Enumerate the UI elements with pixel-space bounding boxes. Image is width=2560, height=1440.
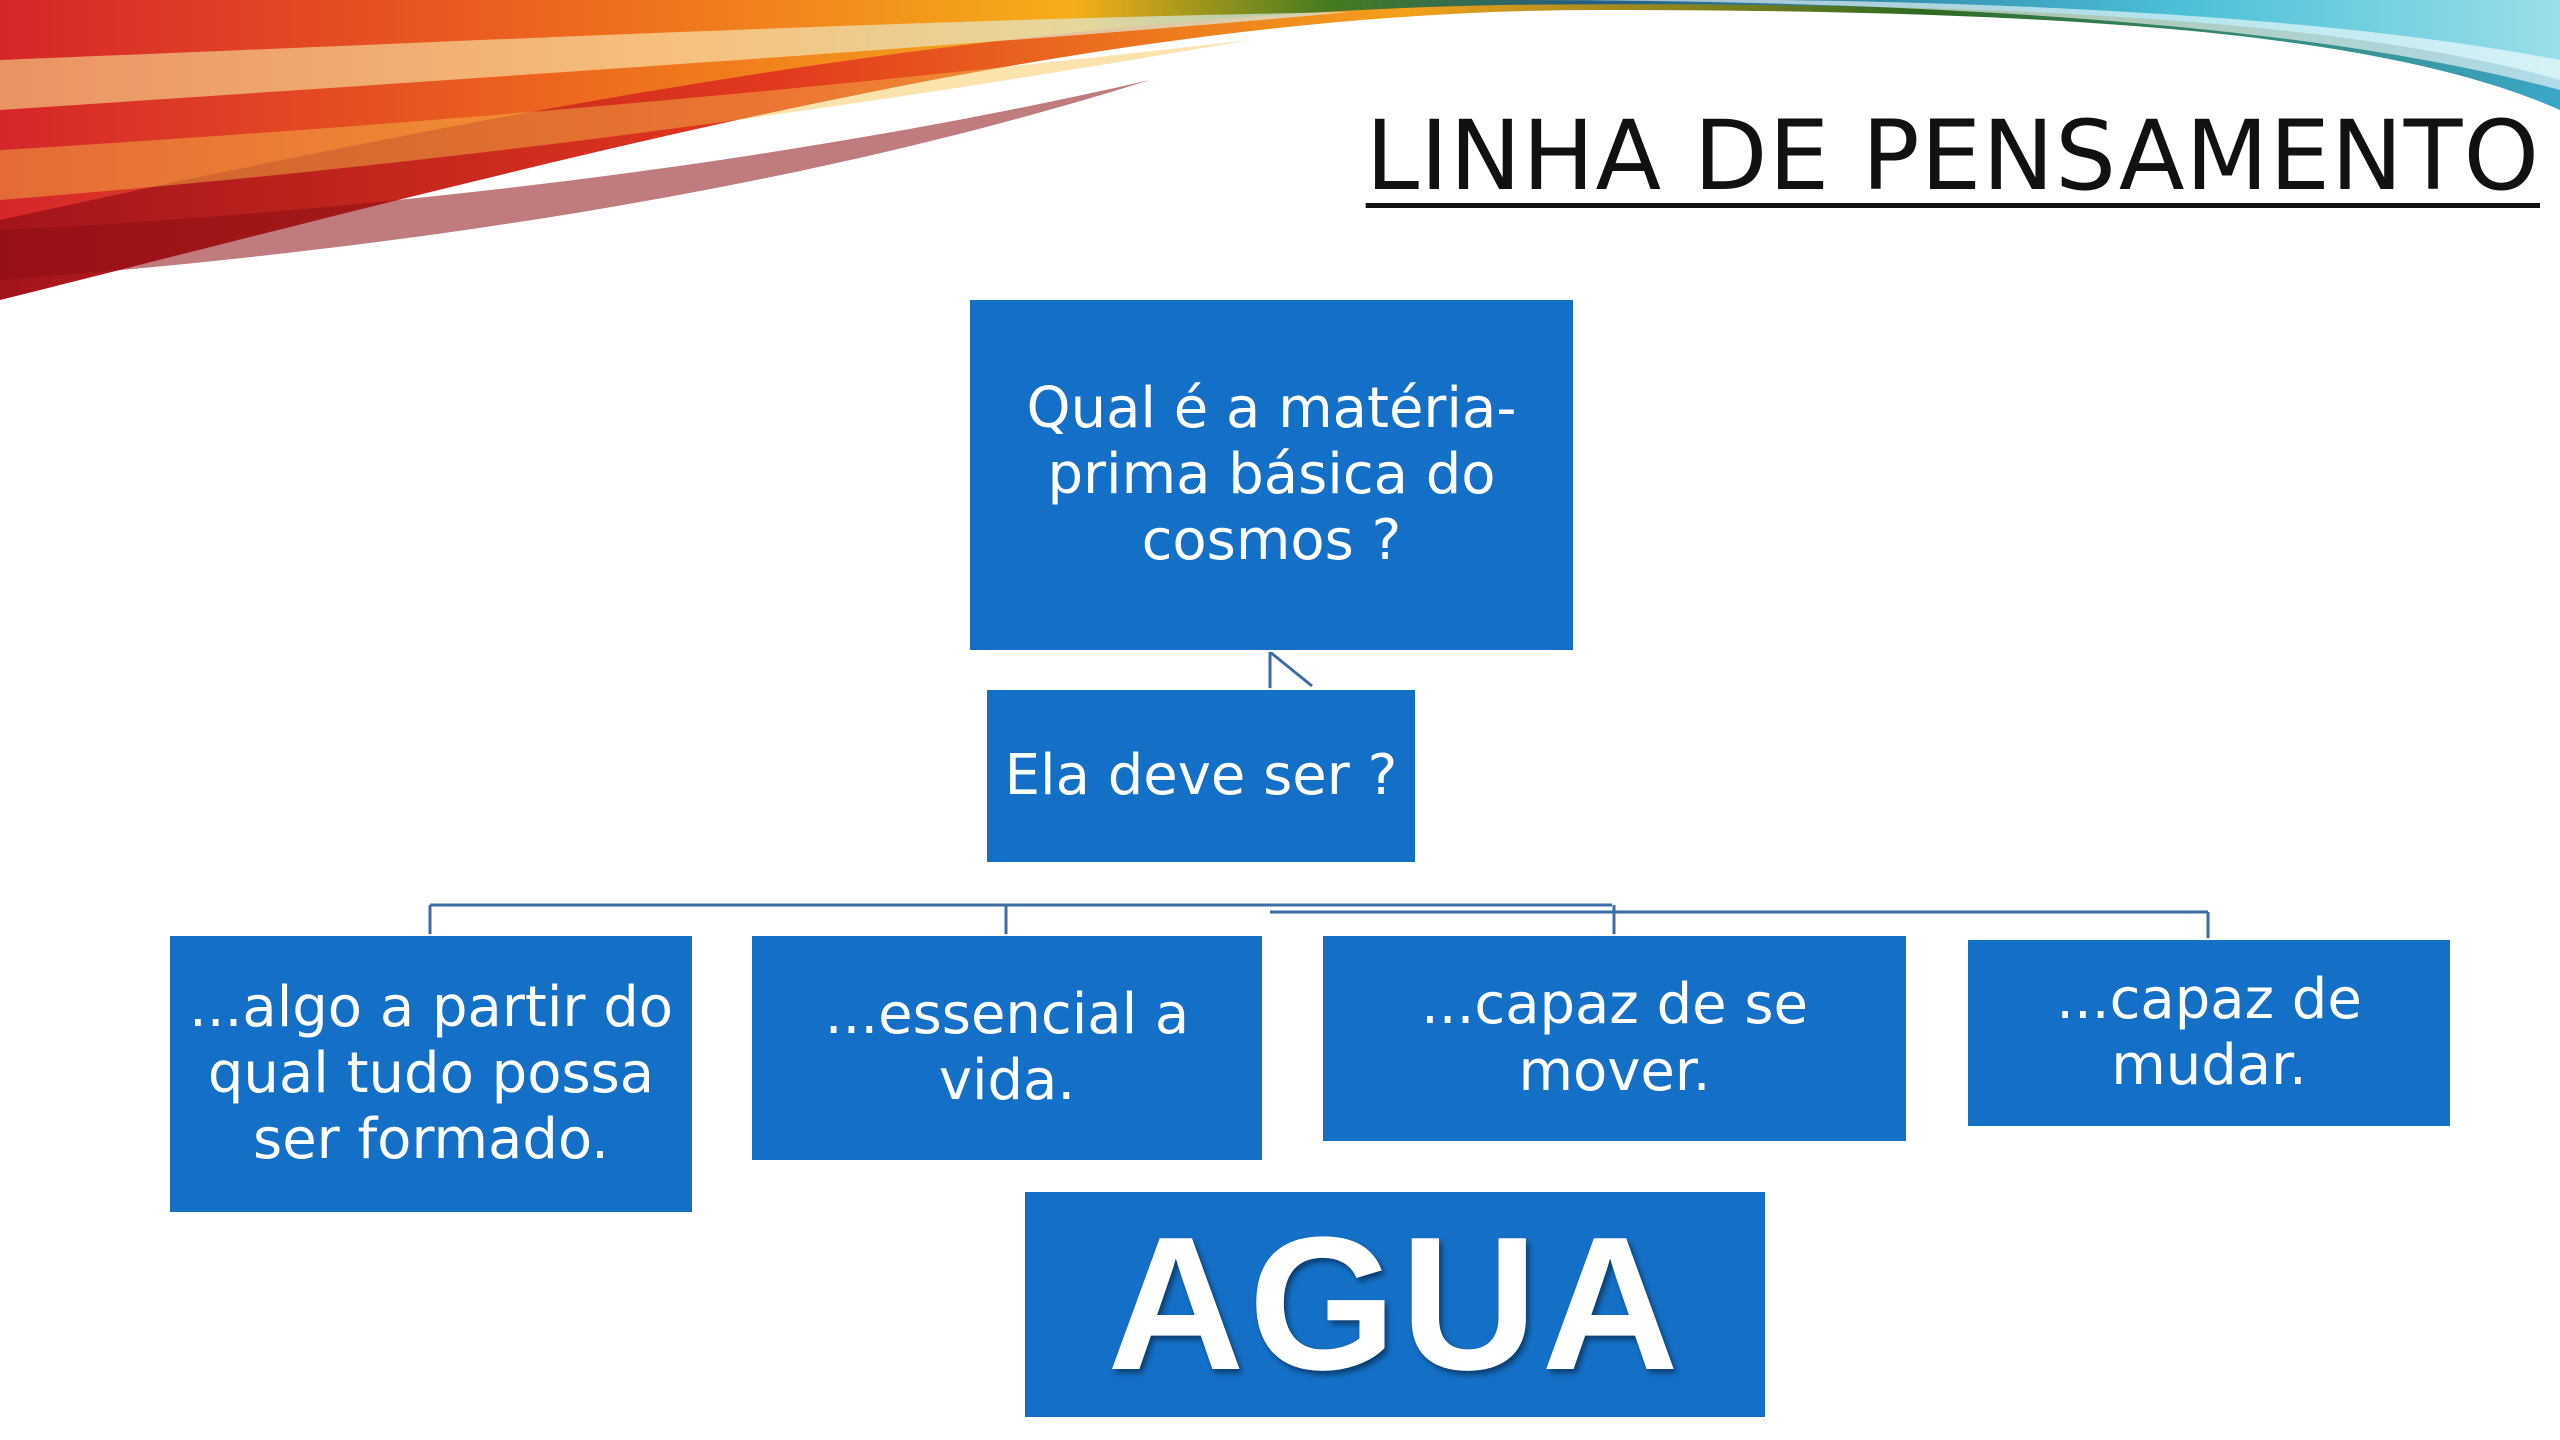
criterion-label-4: ...capaz de mudar. [2056, 966, 2362, 1098]
answer-box: AGUA [1025, 1192, 1765, 1417]
criterion-label-2: ...essencial a vida. [824, 981, 1190, 1113]
criterion-box-3: ...capaz de se mover. [1323, 936, 1906, 1141]
root-question-label: Qual é a matéria-prima básica do cosmos … [1026, 375, 1517, 574]
root-question-box: Qual é a matéria-prima básica do cosmos … [970, 300, 1573, 650]
criterion-label-3: ...capaz de se mover. [1421, 972, 1808, 1104]
criterion-label-1: ...algo a partir do qual tudo possa ser … [188, 974, 674, 1173]
criterion-box-1: ...algo a partir do qual tudo possa ser … [170, 936, 692, 1212]
criteria-question-box: Ela deve ser ? [987, 690, 1415, 862]
criterion-box-4: ...capaz de mudar. [1968, 940, 2450, 1126]
answer-label: AGUA [1107, 1198, 1683, 1411]
criteria-question-label: Ela deve ser ? [1004, 742, 1398, 808]
slide-title: LINHA DE PENSAMENTO [1365, 100, 2540, 212]
criterion-box-2: ...essencial a vida. [752, 936, 1262, 1160]
decorative-swoosh [0, 0, 2560, 300]
